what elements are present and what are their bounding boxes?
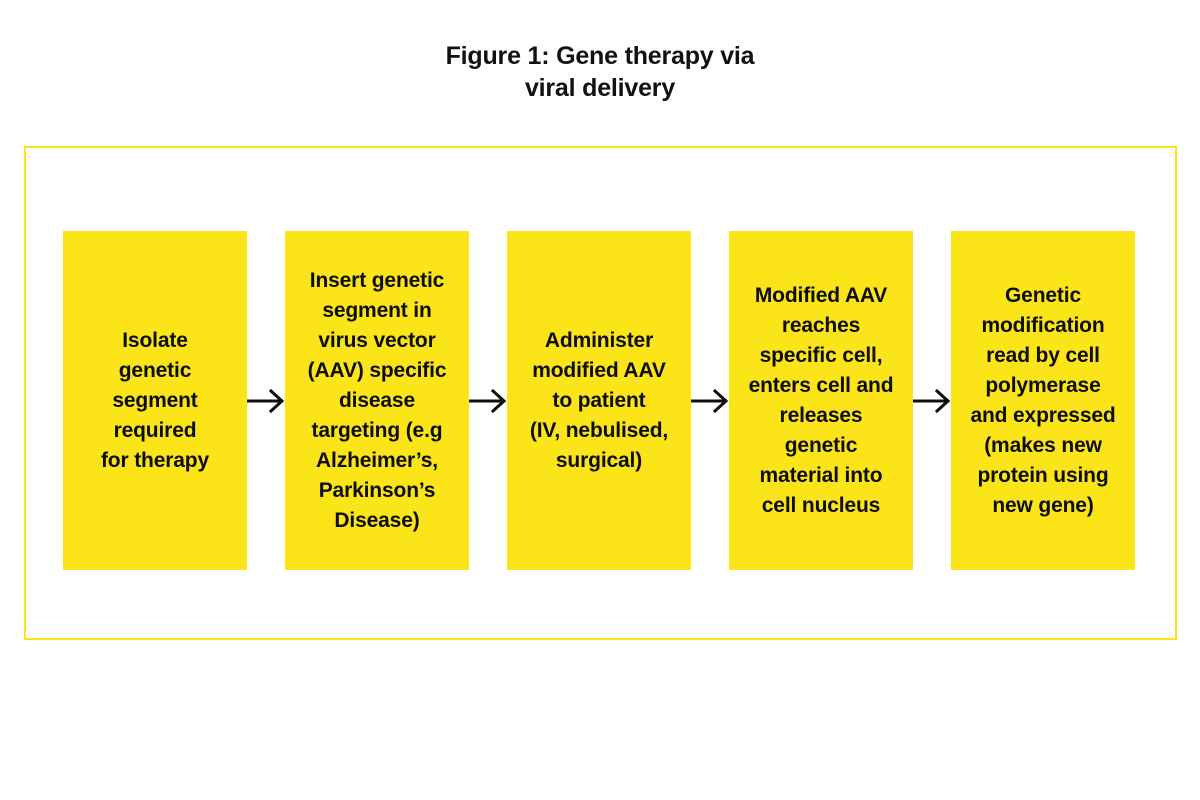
flow-step-aav-reaches-cell[interactable]: Modified AAV reaches specific cell, ente…: [729, 231, 913, 570]
page-title: Figure 1: Gene therapy via viral deliver…: [445, 42, 755, 102]
flow-connector-4: [913, 231, 951, 570]
flow-step-isolate-genetic-segment[interactable]: Isolate genetic segment required for the…: [63, 231, 247, 570]
arrow-right-icon: [247, 388, 285, 413]
flow-connector-2: [469, 231, 507, 570]
arrow-right-icon: [691, 388, 729, 413]
flow-step-label: Administer modified AAV to patient (IV, …: [529, 328, 669, 472]
flow-step-administer-modified-aav[interactable]: Administer modified AAV to patient (IV, …: [507, 231, 691, 570]
flow-step-gene-expressed[interactable]: Genetic modification read by cell polyme…: [951, 231, 1135, 570]
flow-connector-3: [691, 231, 729, 570]
flow-step-insert-into-virus-vector[interactable]: Insert genetic segment in virus vector (…: [285, 231, 469, 570]
flow-step-label: Modified AAV reaches specific cell, ente…: [748, 283, 894, 517]
flow-step-label: Insert genetic segment in virus vector (…: [307, 268, 447, 532]
flow-step-label: Genetic modification read by cell polyme…: [970, 283, 1116, 517]
arrow-right-icon: [469, 388, 507, 413]
flow-connector-1: [247, 231, 285, 570]
flow-step-label: Isolate genetic segment required for the…: [100, 328, 210, 472]
arrow-right-icon: [913, 388, 951, 413]
process-flow: Isolate genetic segment required for the…: [63, 231, 1135, 570]
